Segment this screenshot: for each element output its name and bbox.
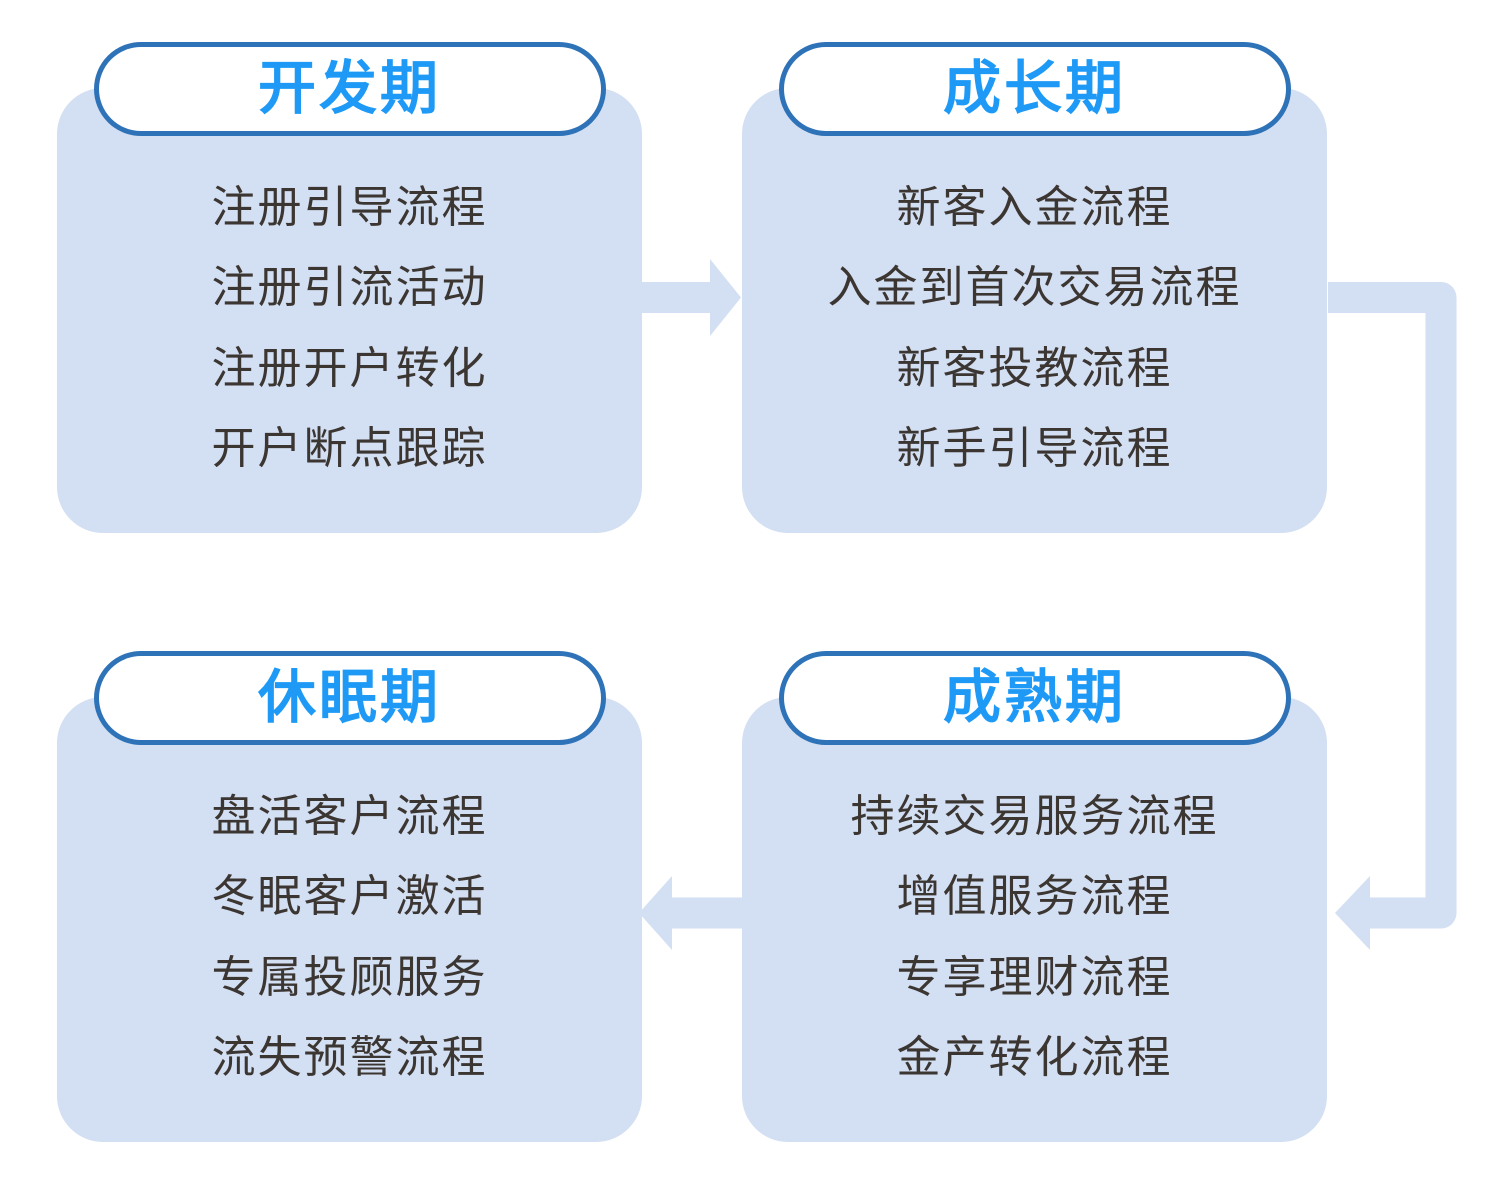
- arrow-mature-to-dormant: [639, 876, 748, 950]
- lifecycle-item: 持续交易服务流程: [850, 792, 1219, 842]
- lifecycle-item: 新客入金流程: [896, 183, 1173, 233]
- stage-card-development: 开发期 注册引导流程 注册引流活动 注册开户转化 开户断点跟踪: [57, 42, 642, 533]
- lifecycle-item: 金产转化流程: [896, 1032, 1173, 1082]
- stage-title: 成熟期: [942, 665, 1126, 730]
- lifecycle-item: 新手引导流程: [896, 423, 1173, 473]
- lifecycle-item: 注册引导流程: [211, 183, 488, 233]
- stage-items-development: 注册引导流程 注册引流活动 注册开户转化 开户断点跟踪: [57, 136, 642, 533]
- arrow-head-left-icon: [1335, 876, 1370, 950]
- stage-card-dormant: 休眠期 盘活客户流程 冬眠客户激活 专属投顾服务 流失预警流程: [57, 651, 642, 1142]
- stage-items-dormant: 盘活客户流程 冬眠客户激活 专属投顾服务 流失预警流程: [57, 745, 642, 1142]
- lifecycle-item: 盘活客户流程: [211, 792, 488, 842]
- stage-title: 开发期: [257, 56, 441, 121]
- arrow-head-left-icon: [639, 876, 672, 950]
- stage-card-mature: 成熟期 持续交易服务流程 增值服务流程 专享理财流程 金产转化流程: [742, 651, 1327, 1142]
- lifecycle-item: 专属投顾服务: [211, 952, 488, 1002]
- lifecycle-item: 增值服务流程: [896, 872, 1173, 922]
- lifecycle-item: 注册开户转化: [211, 343, 488, 393]
- lifecycle-item: 新客投教流程: [896, 343, 1173, 393]
- elbow-shaft: [1328, 282, 1457, 929]
- connector-growth-to-mature: [1328, 282, 1457, 950]
- lifecycle-item: 专享理财流程: [896, 952, 1173, 1002]
- stage-items-growth: 新客入金流程 入金到首次交易流程 新客投教流程 新手引导流程: [742, 136, 1327, 533]
- stage-header-growth: 成长期: [778, 42, 1291, 136]
- lifecycle-item: 冬眠客户激活: [211, 872, 488, 922]
- lifecycle-item: 流失预警流程: [211, 1032, 488, 1082]
- arrow-development-to-growth: [640, 259, 741, 336]
- lifecycle-item: 开户断点跟踪: [211, 423, 488, 473]
- lifecycle-item: 注册引流活动: [211, 263, 488, 313]
- stage-items-mature: 持续交易服务流程 增值服务流程 专享理财流程 金产转化流程: [742, 745, 1327, 1142]
- arrow-head-right-icon: [710, 259, 741, 336]
- stage-header-mature: 成熟期: [778, 651, 1291, 745]
- stage-header-development: 开发期: [93, 42, 606, 136]
- stage-card-growth: 成长期 新客入金流程 入金到首次交易流程 新客投教流程 新手引导流程: [742, 42, 1327, 533]
- stage-header-dormant: 休眠期: [93, 651, 606, 745]
- stage-title: 成长期: [942, 56, 1126, 121]
- lifecycle-item: 入金到首次交易流程: [827, 263, 1242, 313]
- stage-title: 休眠期: [257, 665, 441, 730]
